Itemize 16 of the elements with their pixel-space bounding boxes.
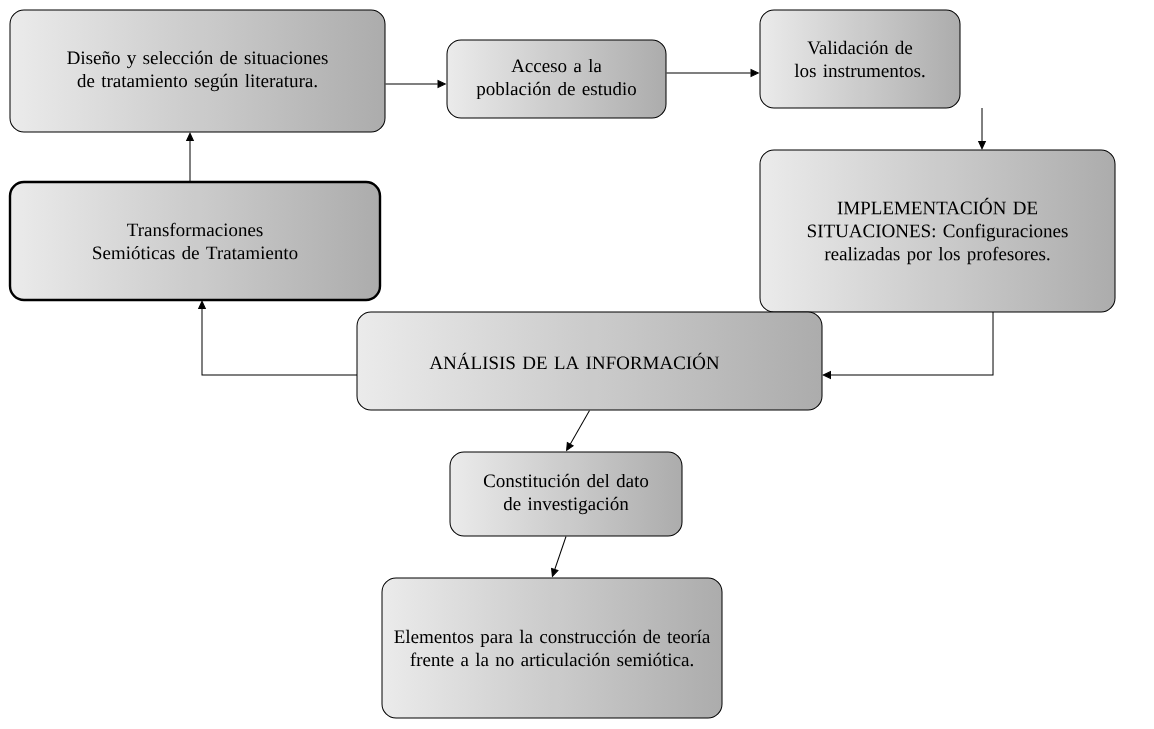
process-box: Constitución del dato de investigación [449, 451, 683, 537]
process-box: Elementos para la construcción de teoría frente a la no articulación semiótica. [381, 577, 723, 719]
process-box: Transformaciones Semióticas de Tratamiento [8, 180, 382, 302]
arrow [566, 410, 590, 451]
arrow [198, 300, 358, 376]
arrow [385, 80, 446, 88]
process-box: IMPLEMENTACIÓN DE SITUACIONES: Configuraciones realizadas por los profesores. [759, 149, 1116, 313]
arrow [822, 311, 994, 379]
arrow [186, 132, 194, 183]
arrow [551, 536, 567, 577]
process-box: Acceso a la población de estudio [446, 39, 667, 119]
process-box: Diseño y selección de situaciones de tratamiento según literatura. [9, 9, 386, 133]
arrow [666, 69, 759, 77]
process-box: Validación de los instrumentos. [759, 9, 961, 109]
process-box: ANÁLISIS DE LA INFORMACIÓN [356, 311, 823, 411]
arrow [978, 107, 986, 150]
